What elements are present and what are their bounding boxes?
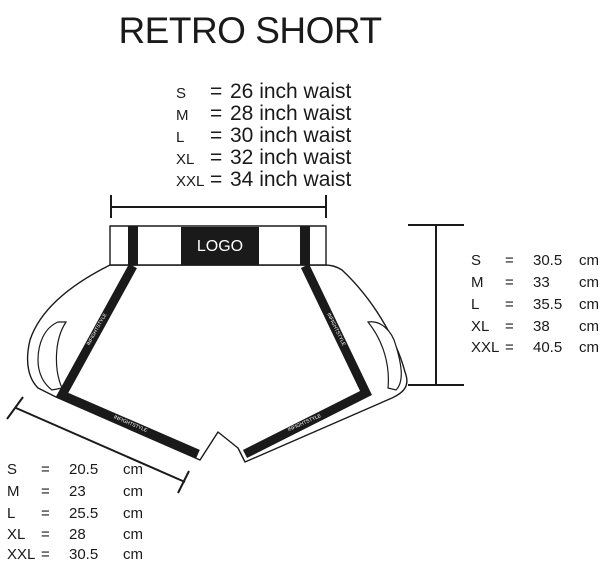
equals-sign: =	[41, 461, 50, 478]
waist-value: 32 inch waist	[230, 146, 352, 169]
side-panels	[37, 321, 402, 391]
leg-row-m: M = 23 cm	[7, 483, 143, 500]
size-label: XL	[176, 151, 195, 168]
size-label: M	[471, 274, 484, 291]
length-dimension-line	[408, 224, 464, 386]
waistband-stripes	[128, 226, 310, 265]
length-row-s: S = 30.5 cm	[471, 252, 599, 269]
leg-value: 28	[69, 526, 86, 543]
logo-box: LOGO	[181, 227, 259, 265]
unit-label: cm	[123, 483, 143, 500]
length-row-xxl: XXL = 40.5 cm	[471, 339, 599, 356]
size-label: XL	[471, 318, 490, 335]
equals-sign: =	[210, 146, 223, 169]
leg-value: 23	[69, 483, 86, 500]
equals-sign: =	[505, 252, 514, 269]
length-value: 40.5	[533, 339, 563, 356]
equals-sign: =	[210, 168, 223, 191]
leg-row-xxl: XXL = 30.5 cm	[7, 546, 143, 563]
size-label: XXL	[7, 546, 36, 563]
size-label: XL	[7, 526, 26, 543]
waist-row-xxl: XXL = 34 inch waist	[176, 168, 351, 192]
unit-label: cm	[579, 274, 599, 291]
unit-label: cm	[123, 526, 143, 543]
waist-row-s: S = 26 inch waist	[176, 80, 351, 104]
equals-sign: =	[41, 483, 50, 500]
waist-value: 26 inch waist	[230, 80, 352, 103]
equals-sign: =	[41, 505, 50, 522]
waist-row-l: L = 30 inch waist	[176, 124, 351, 148]
waist-row-xl: XL = 32 inch waist	[176, 146, 351, 170]
size-label: M	[7, 483, 20, 500]
diagram-title: RETRO SHORT	[118, 10, 382, 51]
equals-sign: =	[505, 318, 514, 335]
equals-sign: =	[210, 124, 223, 147]
size-label: S	[176, 85, 187, 102]
size-label: S	[7, 461, 18, 478]
waist-value: 28 inch waist	[230, 102, 352, 125]
size-label: L	[7, 505, 16, 522]
unit-label: cm	[579, 296, 599, 313]
leg-value: 30.5	[69, 546, 99, 563]
leg-value: 25.5	[69, 505, 99, 522]
unit-label: cm	[579, 318, 599, 335]
size-label: XXL	[471, 339, 500, 356]
length-value: 30.5	[533, 252, 563, 269]
leg-row-l: L = 25.5 cm	[7, 505, 143, 522]
unit-label: cm	[579, 252, 599, 269]
leg-dimension-line	[6, 396, 190, 494]
unit-label: cm	[123, 546, 143, 563]
unit-label: cm	[123, 461, 143, 478]
waist-value: 30 inch waist	[230, 124, 352, 147]
waist-row-m: M = 28 inch waist	[176, 102, 351, 126]
length-value: 38	[533, 318, 550, 335]
leg-value: 20.5	[69, 461, 99, 478]
leg-row-xl: XL = 28 cm	[7, 526, 143, 543]
equals-sign: =	[210, 102, 223, 125]
size-label: XXL	[176, 173, 205, 190]
equals-sign: =	[505, 274, 514, 291]
waist-dimension-line	[110, 195, 327, 218]
length-value: 33	[533, 274, 550, 291]
equals-sign: =	[41, 526, 50, 543]
length-value: 35.5	[533, 296, 563, 313]
equals-sign: =	[505, 339, 514, 356]
size-label: S	[471, 252, 482, 269]
equals-sign: =	[41, 546, 50, 563]
unit-label: cm	[123, 505, 143, 522]
logo-text: LOGO	[197, 238, 243, 255]
trim-stripes	[55, 263, 372, 459]
equals-sign: =	[210, 80, 223, 103]
leg-row-s: S = 20.5 cm	[7, 461, 143, 478]
size-label: L	[471, 296, 480, 313]
equals-sign: =	[505, 296, 514, 313]
waist-value: 34 inch waist	[230, 168, 352, 191]
unit-label: cm	[579, 339, 599, 356]
length-row-m: M = 33 cm	[471, 274, 599, 291]
size-label: L	[176, 129, 185, 146]
length-row-l: L = 35.5 cm	[471, 296, 599, 313]
length-row-xl: XL = 38 cm	[471, 318, 599, 335]
size-label: M	[176, 107, 189, 124]
